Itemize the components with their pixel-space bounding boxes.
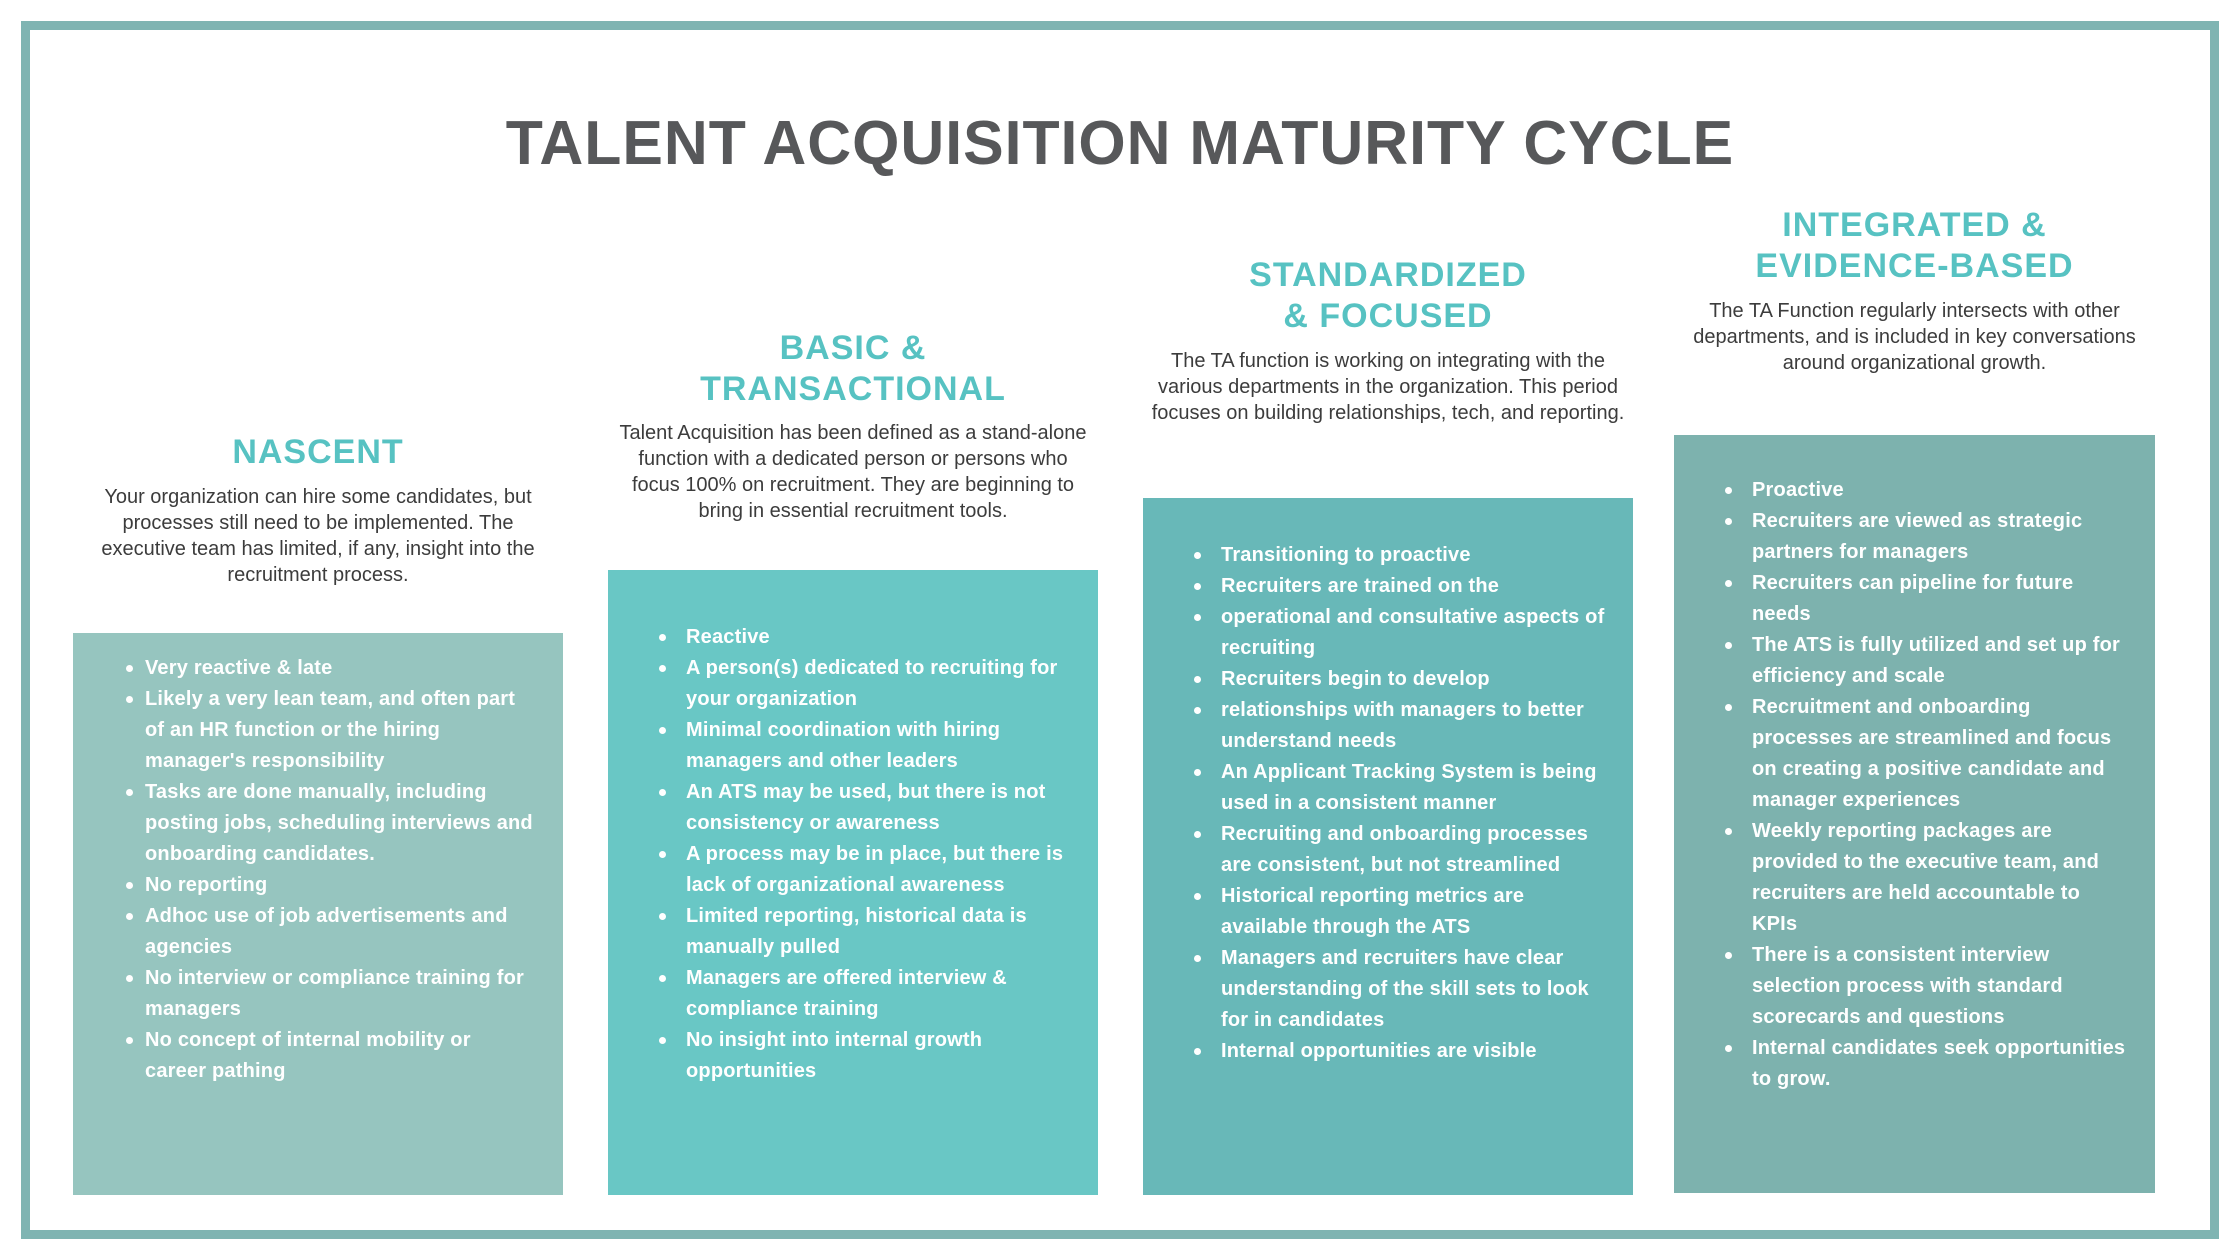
bullet-item: Weekly reporting packages are provided t…: [1725, 816, 2129, 940]
stage-title-integrated-evidence-based: INTEGRATED & EVIDENCE-BASED: [1755, 206, 2074, 285]
bullet-item: No concept of internal mobility or caree…: [126, 1025, 537, 1087]
stage-title-nascent: NASCENT: [232, 433, 404, 471]
stage-title-basic-transactional: BASIC & TRANSACTIONAL: [700, 329, 1006, 408]
bullet-item: Recruiters are viewed as strategic partn…: [1725, 506, 2129, 568]
stage-column-standardized-focused: STANDARDIZED & FOCUSED The TA function i…: [1143, 0, 1633, 1260]
bullet-item: Managers are offered interview & complia…: [659, 963, 1072, 1025]
page-title: TALENT ACQUISITION MATURITY CYCLE: [505, 108, 1735, 178]
bullet-item: Recruitment and onboarding processes are…: [1725, 692, 2129, 816]
bullet-item: Recruiters begin to develop: [1194, 664, 1607, 695]
bullet-item: The ATS is fully utilized and set up for…: [1725, 630, 2129, 692]
stage-column-basic-transactional: BASIC & TRANSACTIONAL Talent Acquisition…: [608, 0, 1098, 1260]
bullet-item: Managers and recruiters have clear under…: [1194, 943, 1607, 1036]
bullet-item: An Applicant Tracking System is being us…: [1194, 757, 1607, 819]
decorative-frame-border: [21, 21, 2219, 1239]
bullet-item: No insight into internal growth opportun…: [659, 1025, 1072, 1087]
bullet-item: operational and consultative aspects of …: [1194, 602, 1607, 664]
bullet-item: No reporting: [126, 870, 537, 901]
bullet-item: No interview or compliance training for …: [126, 963, 537, 1025]
bullet-item: A person(s) dedicated to recruiting for …: [659, 653, 1072, 715]
stage-description-nascent: Your organization can hire some candidat…: [101, 486, 535, 586]
bullet-item: Internal opportunities are visible: [1194, 1036, 1607, 1067]
bullet-item: Reactive: [659, 622, 1072, 653]
stage-column-nascent: NASCENT Your organization can hire some …: [73, 0, 563, 1260]
stage-description-basic-transactional: Talent Acquisition has been defined as a…: [619, 422, 1087, 522]
bullet-item: Historical reporting metrics are availab…: [1194, 881, 1607, 943]
bullet-item: Very reactive & late: [126, 653, 537, 684]
bullet-item: Limited reporting, historical data is ma…: [659, 901, 1072, 963]
bullet-item: Recruiting and onboarding processes are …: [1194, 819, 1607, 881]
bullet-item: Likely a very lean team, and often part …: [126, 684, 537, 777]
bullet-item: Proactive: [1725, 475, 2129, 506]
bullet-item: Transitioning to proactive: [1194, 540, 1607, 571]
bullet-item: There is a consistent interview selectio…: [1725, 940, 2129, 1033]
bullet-item: Internal candidates seek opportunities t…: [1725, 1033, 2129, 1095]
stage-description-integrated-evidence-based: The TA Function regularly intersects wit…: [1693, 300, 2136, 374]
stage-column-integrated-evidence-based: INTEGRATED & EVIDENCE-BASED The TA Funct…: [1674, 0, 2155, 1260]
bullet-item: Recruiters can pipeline for future needs: [1725, 568, 2129, 630]
bullet-item: Recruiters are trained on the: [1194, 571, 1607, 602]
stage-title-standardized-focused: STANDARDIZED & FOCUSED: [1249, 256, 1527, 335]
bullet-item: Adhoc use of job advertisements and agen…: [126, 901, 537, 963]
bullet-item: Tasks are done manually, including posti…: [126, 777, 537, 870]
bullet-item: Minimal coordination with hiring manager…: [659, 715, 1072, 777]
bullet-item: An ATS may be used, but there is not con…: [659, 777, 1072, 839]
bullet-item: relationships with managers to better un…: [1194, 695, 1607, 757]
stage-description-standardized-focused: The TA function is working on integratin…: [1151, 350, 1625, 424]
bullet-item: A process may be in place, but there is …: [659, 839, 1072, 901]
